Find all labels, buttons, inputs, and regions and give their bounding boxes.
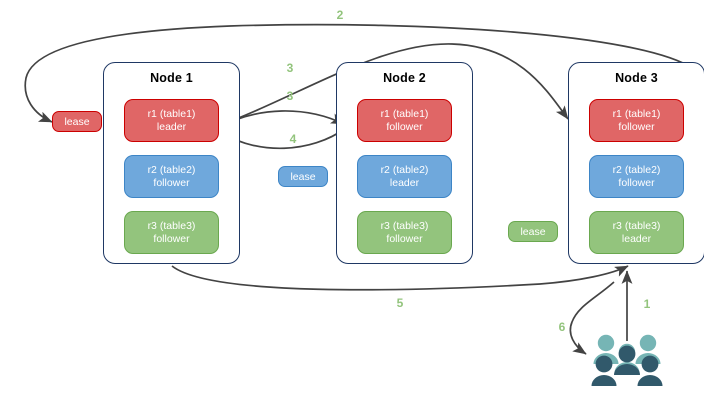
replica-role: leader: [621, 232, 652, 245]
replica-role: leader: [156, 120, 187, 133]
replica-role: leader: [389, 176, 420, 189]
edge-3-upper-path: [217, 43, 569, 127]
edge-label-2: 2: [336, 8, 344, 22]
replica-name: r1 (table1): [612, 107, 661, 120]
replica-role: follower: [386, 120, 423, 133]
edge-label-3-upper: 3: [286, 61, 294, 75]
edge-6-path: [569, 281, 615, 355]
replica-node2-r2[interactable]: r2 (table2) leader: [357, 155, 452, 198]
replica-name: r1 (table1): [147, 107, 196, 120]
replica-name: r1 (table1): [380, 107, 429, 120]
replica-name: r3 (table3): [147, 219, 196, 232]
lease-badge-table1[interactable]: lease: [52, 111, 102, 132]
replica-node3-r1[interactable]: r1 (table1) follower: [589, 99, 684, 142]
edge-5-path: [171, 265, 629, 291]
replica-role: follower: [153, 176, 190, 189]
replica-node1-r1[interactable]: r1 (table1) leader: [124, 99, 219, 142]
node-title-node1: Node 1: [150, 71, 193, 85]
edge-label-4: 4: [289, 132, 297, 146]
replica-role: follower: [153, 232, 190, 245]
users-icon: [591, 334, 663, 386]
edge-label-5: 5: [396, 296, 404, 310]
node-title-node3: Node 3: [615, 71, 658, 85]
node-title-node2: Node 2: [383, 71, 426, 85]
replica-role: follower: [618, 120, 655, 133]
replica-name: r2 (table2): [147, 163, 196, 176]
replica-node2-r3[interactable]: r3 (table3) follower: [357, 211, 452, 254]
replica-name: r3 (table3): [380, 219, 429, 232]
edge-label-3-lens: 3: [286, 89, 294, 103]
replica-name: r2 (table2): [612, 163, 661, 176]
lease-badge-table2[interactable]: lease: [278, 166, 328, 187]
edge-label-1: 1: [643, 297, 651, 311]
replica-node1-r2[interactable]: r2 (table2) follower: [124, 155, 219, 198]
replica-node3-r3[interactable]: r3 (table3) leader: [589, 211, 684, 254]
replica-node2-r1[interactable]: r1 (table1) follower: [357, 99, 452, 142]
replica-role: follower: [386, 232, 423, 245]
replica-role: follower: [618, 176, 655, 189]
edge-label-6: 6: [558, 320, 566, 334]
edge-2-path: [24, 23, 693, 123]
lease-badge-table3[interactable]: lease: [508, 221, 558, 242]
replica-node1-r3[interactable]: r3 (table3) follower: [124, 211, 219, 254]
replica-name: r2 (table2): [380, 163, 429, 176]
replica-name: r3 (table3): [612, 219, 661, 232]
replica-node3-r2[interactable]: r2 (table2) follower: [589, 155, 684, 198]
